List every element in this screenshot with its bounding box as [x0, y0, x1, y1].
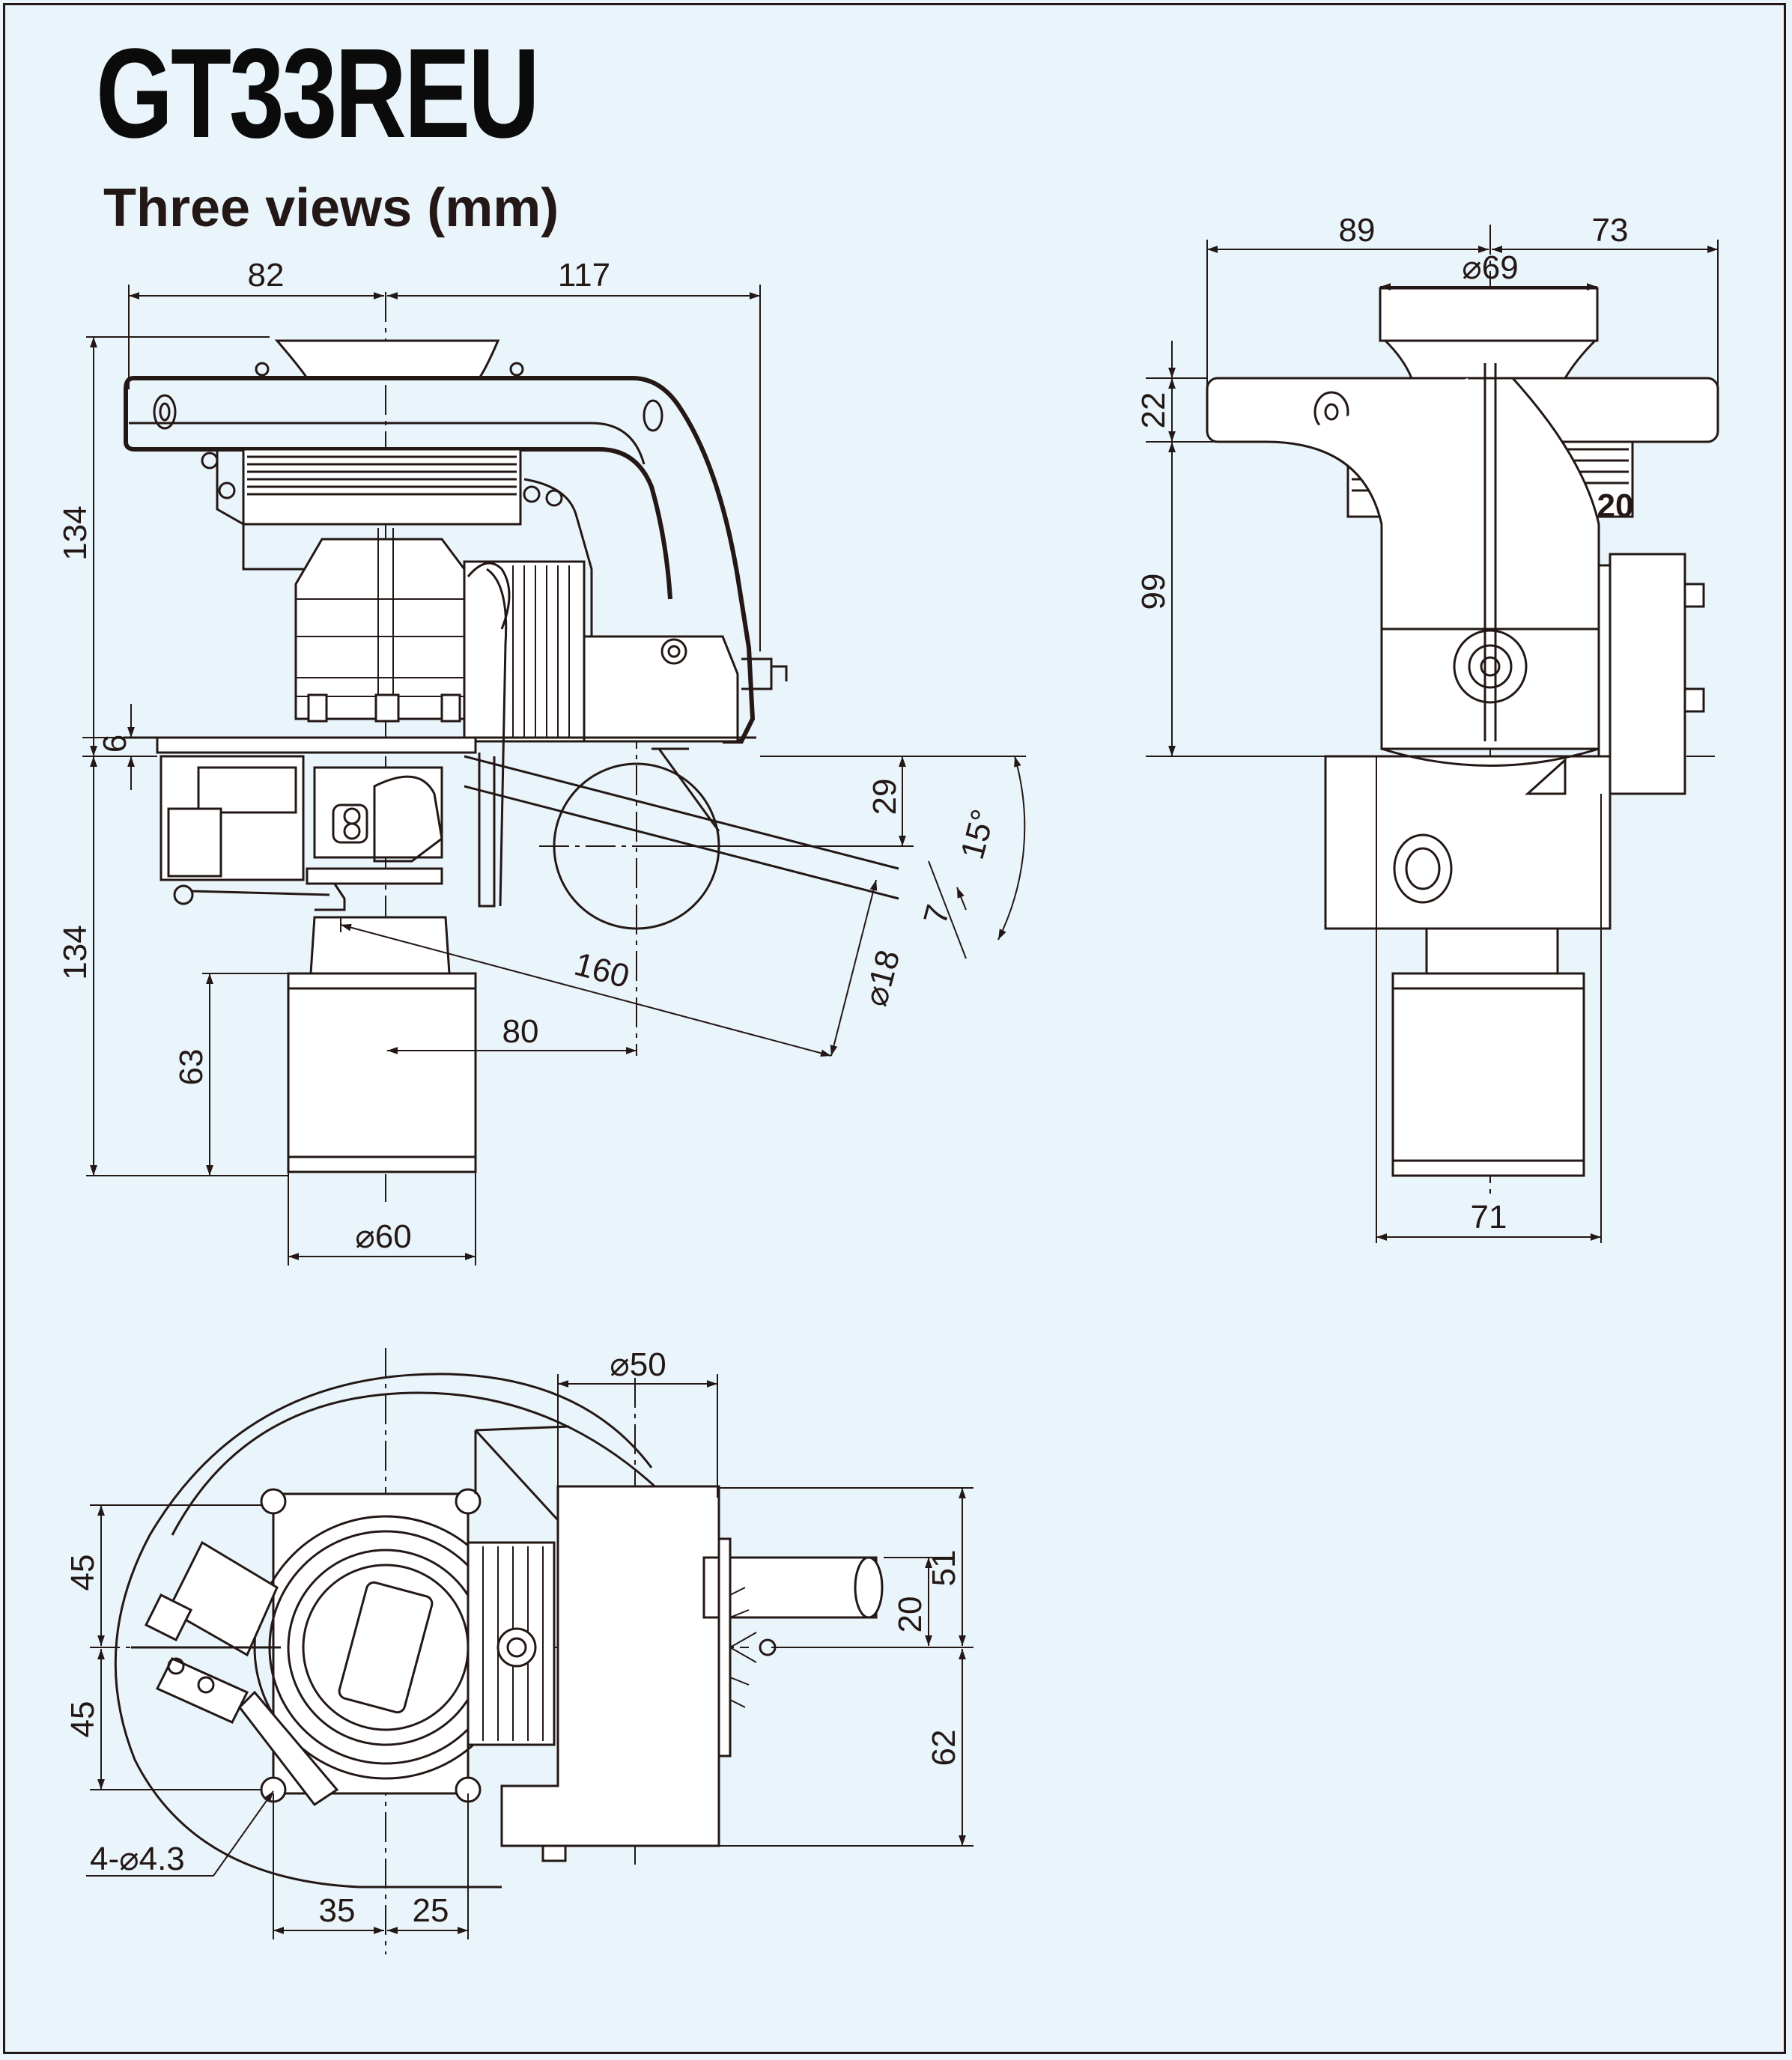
top-dim-51: 51 — [926, 1550, 962, 1587]
front-dim-dia69: ⌀69 — [1462, 249, 1518, 286]
side-dim-6: 6 — [97, 735, 133, 753]
front-dim-71: 71 — [1471, 1199, 1507, 1236]
side-dim-82: 82 — [248, 257, 285, 294]
front-dim-22: 22 — [1135, 392, 1172, 429]
drawing-title: GT33REU — [96, 22, 540, 165]
top-dim-holes: 4-⌀4.3 — [90, 1841, 185, 1877]
top-dim-45-upper: 45 — [64, 1555, 101, 1591]
sheet-border — [3, 3, 1786, 2054]
top-view: ⌀50 45 45 51 20 62 4-⌀4.3 35 — [64, 1346, 974, 1954]
top-dim-45-lower: 45 — [64, 1701, 101, 1738]
top-dim-dia50: ⌀50 — [610, 1346, 666, 1383]
side-dim-80: 80 — [502, 1013, 539, 1050]
side-dim-7: 7 — [917, 901, 957, 928]
side-dim-dia60: ⌀60 — [355, 1218, 411, 1255]
top-dim-20: 20 — [892, 1596, 929, 1633]
front-dim-99: 99 — [1135, 574, 1172, 610]
front-dim-89: 89 — [1339, 212, 1376, 249]
side-dim-117: 117 — [558, 257, 610, 294]
side-dim-134-bottom: 134 — [57, 925, 94, 979]
side-dim-160: 160 — [571, 946, 634, 995]
top-dim-25: 25 — [413, 1892, 449, 1929]
side-dim-dia18: ⌀18 — [857, 946, 908, 1010]
side-dim-134-top: 134 — [57, 505, 94, 560]
side-dim-15deg: 15° — [954, 806, 1003, 863]
side-dim-29: 29 — [866, 779, 903, 815]
top-dim-62: 62 — [926, 1730, 962, 1766]
front-view: 120 — [1135, 212, 1719, 1243]
drawing-subtitle: Three views (mm) — [103, 178, 559, 238]
side-view: 82 117 134 6 134 63 29 15° — [57, 257, 1026, 1266]
side-dim-63: 63 — [173, 1049, 210, 1086]
front-dim-73: 73 — [1592, 212, 1629, 249]
top-dim-35: 35 — [319, 1892, 356, 1929]
